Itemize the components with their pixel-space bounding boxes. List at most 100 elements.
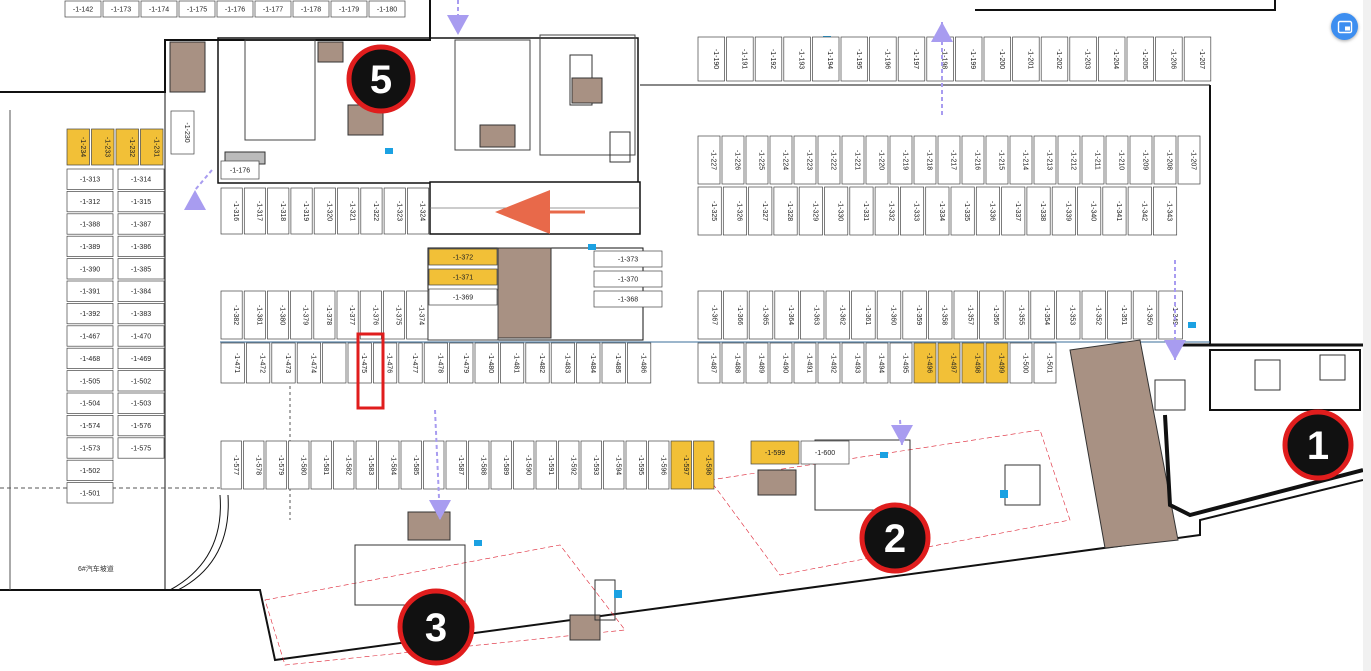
stall-box: [648, 440, 670, 490]
stall-box: [849, 186, 874, 236]
parking-stall: -1-351: [1107, 290, 1132, 340]
parking-stall: -1-328: [773, 186, 798, 236]
stall-label: -1-199: [969, 49, 976, 69]
stall-box: [1030, 290, 1055, 340]
stall-box: [961, 135, 985, 185]
parking-stall: -1-336: [975, 186, 1000, 236]
parking-stall: -1-210: [1105, 135, 1129, 185]
stall-label: -1-364: [787, 305, 794, 325]
stall-label: -1-193: [798, 49, 805, 69]
parking-stall: -1-190: [697, 36, 725, 82]
stall-box: [1183, 36, 1212, 82]
parking-stall: [322, 342, 347, 384]
stall-box: [246, 342, 271, 384]
parking-stall: -1-207: [1183, 36, 1212, 82]
parking-stall: -1-324: [407, 187, 430, 235]
parking-stall: -1-223: [793, 135, 817, 185]
stall-label: -1-499: [998, 353, 1005, 373]
stall-box: [449, 342, 474, 384]
stall-label: -1-180: [377, 7, 397, 14]
stall-box: [423, 342, 448, 384]
stall-label: -1-354: [1043, 305, 1050, 325]
stall-label: -1-380: [279, 305, 286, 325]
vertical-scrollbar[interactable]: [1363, 0, 1371, 671]
stall-label: -1-322: [372, 201, 379, 221]
parking-stall: -1-385: [117, 258, 165, 280]
stall-box: [330, 0, 368, 18]
stall-box: [117, 303, 165, 325]
stall-box: [825, 290, 850, 340]
stall-label: -1-476: [386, 353, 393, 373]
stall-label: -1-365: [762, 305, 769, 325]
parking-stall: -1-496: [913, 342, 937, 384]
stall-label: -1-367: [710, 305, 717, 325]
parking-stall: -1-592: [558, 440, 580, 490]
stall-label: -1-595: [637, 455, 644, 475]
stall-label: -1-195: [855, 49, 862, 69]
stall-box: [1126, 36, 1154, 82]
stall-box: [170, 110, 195, 155]
zone-circle: [346, 44, 416, 114]
stall-label: -1-316: [232, 201, 239, 221]
view-tool-button[interactable]: [1331, 13, 1358, 40]
parking-stall: -1-176: [216, 0, 254, 18]
parking-stall: -1-321: [337, 187, 360, 235]
stall-label: -1-343: [1166, 201, 1173, 221]
parking-stall: [423, 440, 445, 490]
parking-stall: -1-201: [1012, 36, 1040, 82]
stall-label: -1-142: [73, 7, 93, 14]
stall-label: -1-582: [344, 455, 351, 475]
stall-label: -1-487: [710, 353, 717, 373]
parking-stall: -1-370: [593, 270, 663, 288]
parking-stall: -1-198: [926, 36, 954, 82]
stall-box: [798, 186, 823, 236]
stall-box: [593, 270, 663, 288]
stall-box: [66, 128, 90, 166]
stall-label: -1-575: [131, 446, 151, 453]
parking-stall: -1-225: [745, 135, 769, 185]
stall-label: -1-204: [1112, 49, 1119, 69]
stall-label: -1-373: [618, 257, 638, 264]
stall-label: -1-325: [710, 201, 717, 221]
zone-circle: [397, 588, 475, 666]
parking-stall: -1-353: [1056, 290, 1081, 340]
stall-box: [913, 342, 937, 384]
stall-label: -1-366: [736, 305, 743, 325]
stall-label: -1-212: [1070, 150, 1077, 170]
parking-stall: -1-482: [525, 342, 550, 384]
stall-label: -1-358: [941, 305, 948, 325]
parking-stall: -1-480: [474, 342, 499, 384]
stall-label: -1-324: [419, 201, 426, 221]
stall-label: -1-497: [950, 353, 957, 373]
stall-label: -1-223: [806, 150, 813, 170]
parking-stall: -1-497: [937, 342, 961, 384]
stall-box: [140, 0, 178, 18]
stall-label: -1-327: [761, 201, 768, 221]
parking-stalls: -1-142-1-173-1-174-1-175-1-176-1-177-1-1…: [64, 0, 1212, 504]
stall-label: -1-389: [80, 244, 100, 251]
stall-label: -1-470: [131, 334, 151, 341]
stall-box: [721, 135, 745, 185]
parking-stall: -1-582: [333, 440, 355, 490]
stall-label: -1-215: [998, 150, 1005, 170]
stall-box: [769, 342, 793, 384]
stall-box: [937, 342, 961, 384]
parking-stall: -1-199: [955, 36, 983, 82]
zone-number: 1: [1307, 424, 1329, 468]
flow-arrow-head-icon: [891, 425, 913, 445]
parking-stall: -1-318: [267, 187, 290, 235]
parking-stall: -1-375: [383, 290, 405, 340]
parking-stall: -1-343: [1153, 186, 1178, 236]
parking-stall: -1-373: [593, 250, 663, 268]
stall-label: -1-469: [131, 356, 151, 363]
stall-box: [1056, 290, 1081, 340]
stall-label: -1-479: [462, 353, 469, 373]
stall-box: [117, 168, 165, 190]
parking-stall: -1-467: [66, 325, 114, 347]
stall-box: [783, 36, 811, 82]
stall-box: [593, 290, 663, 308]
stall-box: [983, 36, 1011, 82]
